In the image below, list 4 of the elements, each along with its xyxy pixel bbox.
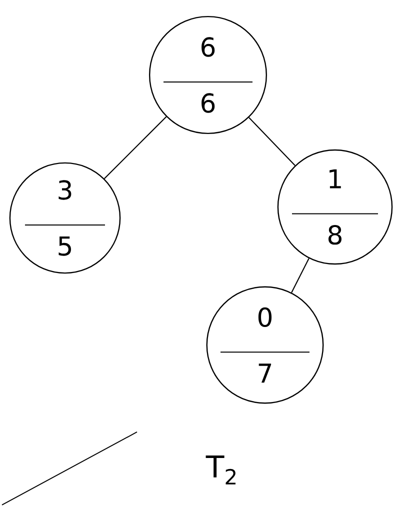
tree-edge <box>248 117 296 166</box>
tree-edge <box>104 116 167 180</box>
tree-edge <box>291 258 310 293</box>
tree-label: T$_{2}$ <box>206 456 236 484</box>
